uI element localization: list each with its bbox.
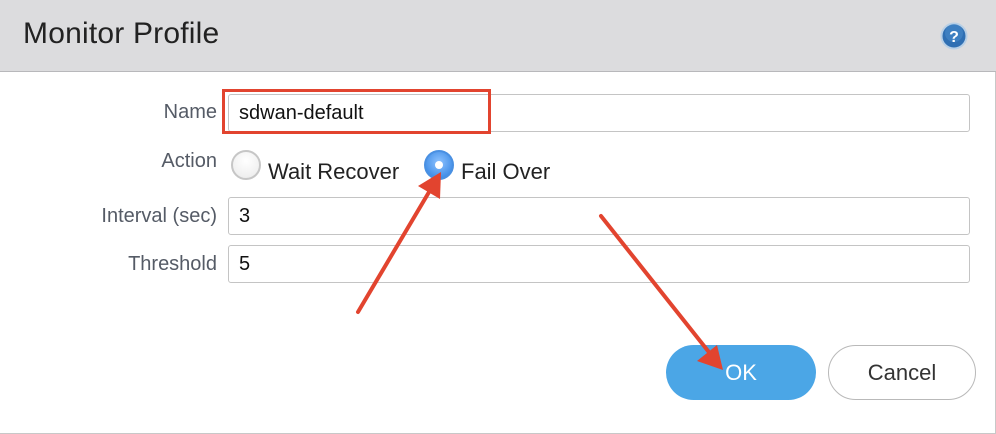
name-label: Name <box>163 101 217 123</box>
interval-field[interactable] <box>228 197 970 235</box>
help-question-icon[interactable]: ? <box>940 22 968 50</box>
arrow-to-fail-over-icon <box>356 172 441 314</box>
dialog-titlebar: Monitor Profile ? <box>0 0 996 72</box>
cancel-button[interactable]: Cancel <box>828 345 976 400</box>
svg-text:?: ? <box>949 29 959 46</box>
threshold-field[interactable] <box>228 245 970 283</box>
name-field[interactable] <box>228 94 970 132</box>
fail-over-label[interactable]: Fail Over <box>461 159 551 184</box>
fail-over-radio[interactable] <box>424 150 454 180</box>
interval-label: Interval (sec) <box>101 205 217 227</box>
wait-recover-radio[interactable] <box>231 150 261 180</box>
threshold-label: Threshold <box>128 253 217 275</box>
action-label: Action <box>161 150 217 172</box>
dialog-title: Monitor Profile <box>23 17 220 50</box>
ok-button[interactable]: OK <box>666 345 816 400</box>
wait-recover-label[interactable]: Wait Recover <box>268 159 400 184</box>
